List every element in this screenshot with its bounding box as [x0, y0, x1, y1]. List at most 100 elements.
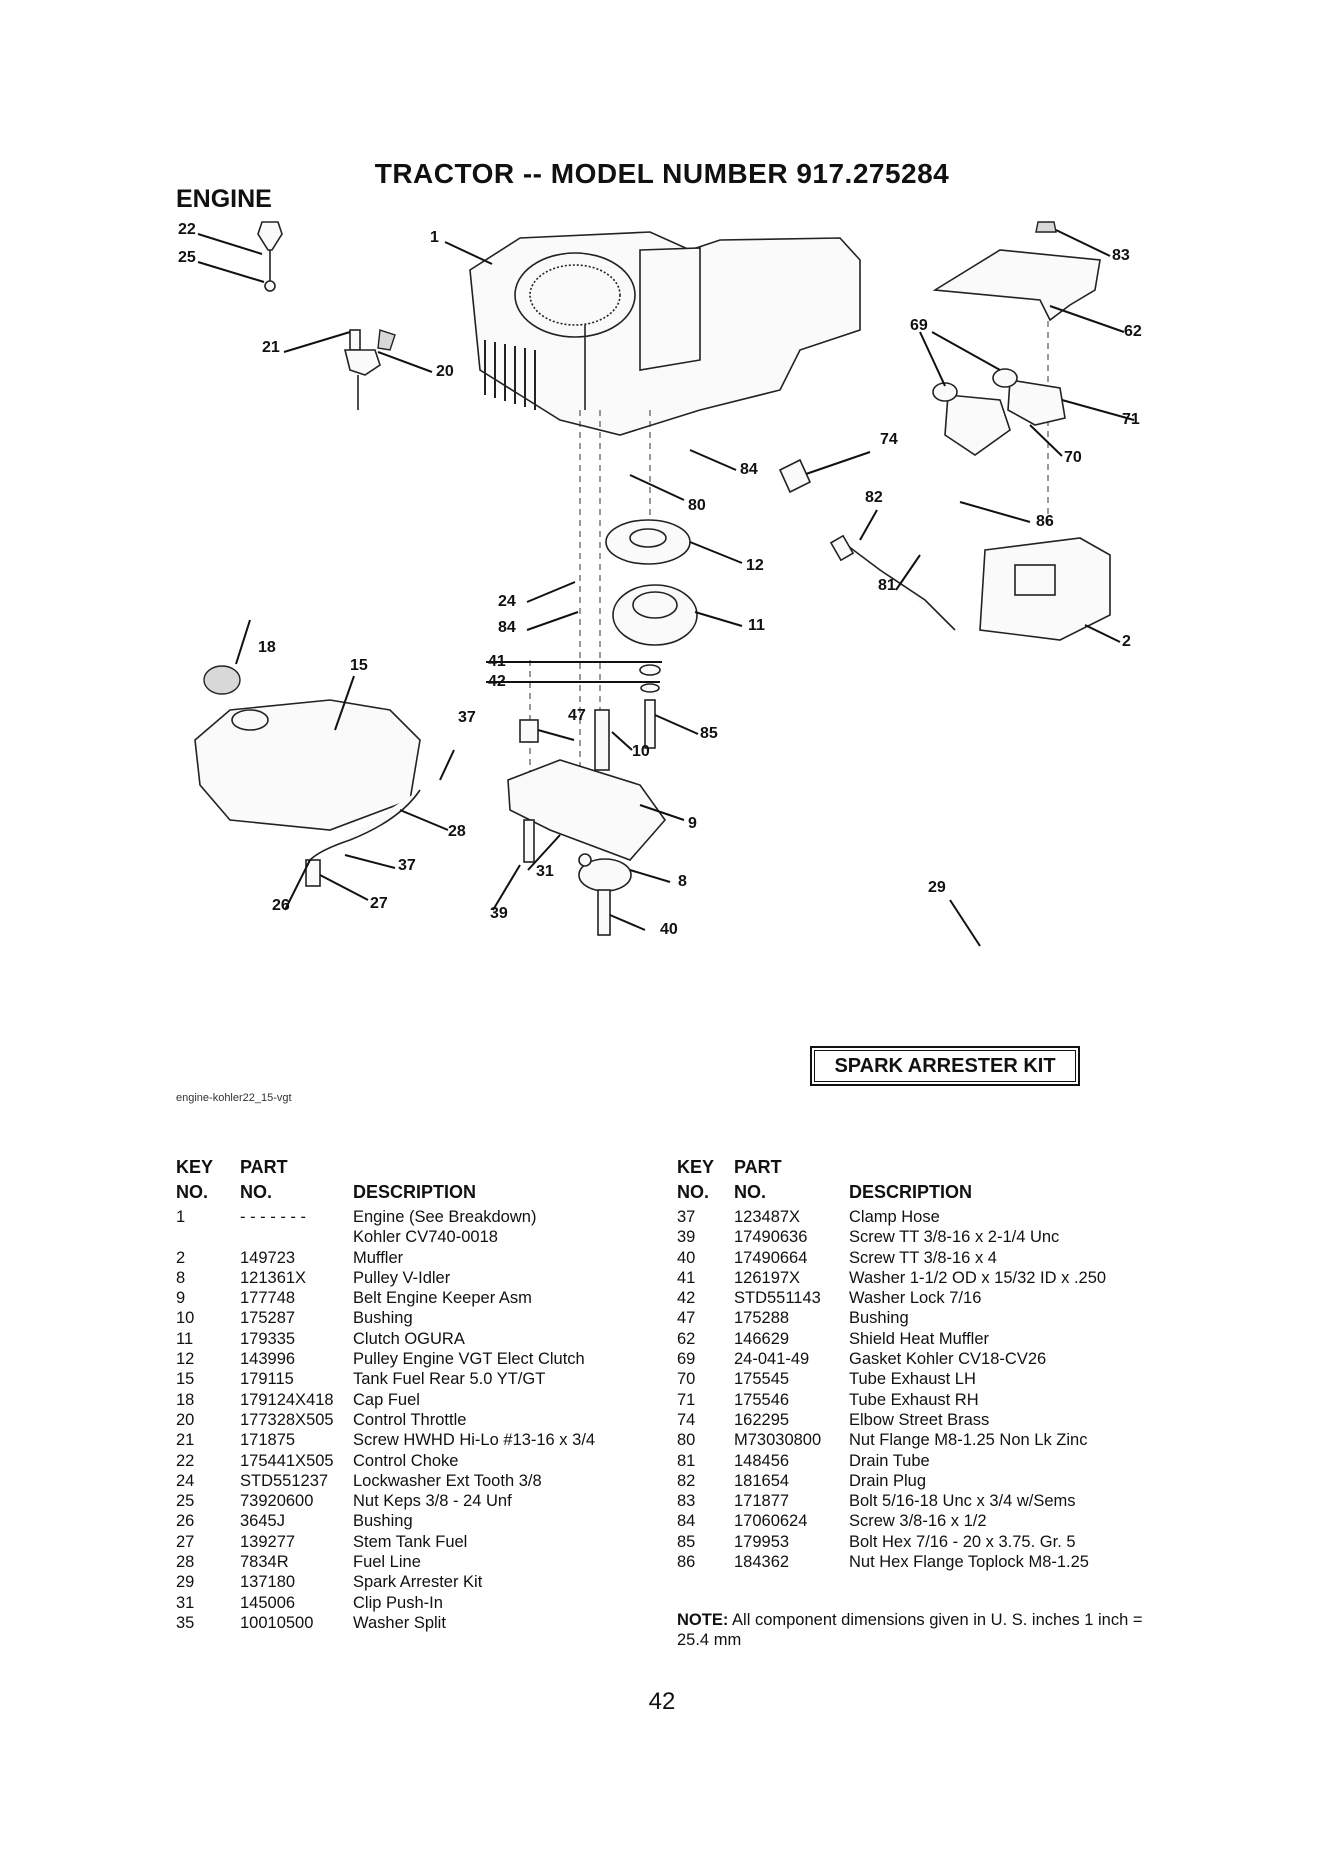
cell-part: 175287: [240, 1309, 296, 1328]
callout-80: 80: [688, 497, 706, 514]
cell-key: 80: [677, 1431, 696, 1450]
callout-37: 37: [458, 709, 476, 726]
cell-key: 37: [677, 1208, 696, 1226]
cell-key: 24: [176, 1471, 195, 1490]
cell-key: 28: [176, 1553, 195, 1572]
callout-85: 85: [700, 725, 718, 742]
cell-desc: Washer Lock 7/16: [849, 1289, 982, 1308]
cell-part: 179335: [240, 1329, 296, 1348]
table-row: 42 STD551143 Washer Lock 7/16: [677, 1288, 1157, 1308]
cell-part: 181654: [734, 1471, 790, 1490]
cell-desc: Muffler: [353, 1248, 404, 1267]
callout-2: 2: [1122, 633, 1131, 650]
cell-part: 179115: [240, 1370, 294, 1389]
cell-desc: Control Choke: [353, 1451, 459, 1470]
header-part-line1: PART: [240, 1157, 288, 1177]
choke-control-drawing: [257, 221, 283, 292]
cell-desc: Clamp Hose: [849, 1208, 940, 1226]
note-text: All component dimensions given in U. S. …: [677, 1611, 1143, 1649]
heat-shield-drawing: [932, 249, 1101, 322]
header-part-line1: PART: [734, 1157, 782, 1177]
cell-desc: Pulley V-Idler: [353, 1268, 451, 1287]
cell-desc: Stem Tank Fuel: [353, 1532, 468, 1551]
cell-part: 175546: [734, 1390, 790, 1409]
cell-key: 62: [677, 1329, 696, 1348]
table-header-right: KEY NO. PART NO. DESCRIPTION: [677, 1155, 1157, 1207]
callout-18: 18: [258, 639, 276, 656]
cell-key: 2: [176, 1248, 186, 1267]
cell-desc: Washer Split: [353, 1613, 446, 1632]
diagram-filename: engine-kohler22_15-vgt: [176, 1092, 292, 1104]
cell-desc: Kohler CV740-0018: [353, 1228, 498, 1247]
cell-part: STD551143: [734, 1289, 821, 1308]
cell-key: 11: [176, 1329, 194, 1348]
callout-40: 40: [660, 921, 678, 938]
page-number: 42: [648, 1688, 676, 1715]
callout-15: 15: [350, 657, 368, 674]
callout-39: 39: [490, 905, 508, 922]
cell-desc: Drain Plug: [849, 1471, 927, 1490]
cell-key: 86: [677, 1553, 696, 1572]
callout-86: 86: [1036, 513, 1054, 530]
callout-12: 12: [746, 557, 764, 574]
cell-part: 179953: [734, 1532, 790, 1551]
cell-desc: Tank Fuel Rear 5.0 YT/GT: [353, 1370, 546, 1389]
callout-25: 25: [178, 249, 196, 266]
header-description: DESCRIPTION: [353, 1182, 477, 1202]
cell-desc: Belt Engine Keeper Asm: [353, 1289, 532, 1308]
callout-37: 37: [398, 857, 416, 874]
callout-11: 11: [748, 617, 765, 634]
cell-key: 39: [677, 1228, 696, 1247]
cell-part: 177328X505: [240, 1410, 334, 1429]
cell-key: 15: [176, 1370, 195, 1389]
note-label: NOTE:: [677, 1611, 729, 1629]
cell-desc: Washer 1-1/2 OD x 15/32 ID x .250: [849, 1268, 1107, 1287]
leader-lines: [197, 229, 1135, 947]
exhaust-tube-rh-drawing: [1007, 379, 1066, 426]
cell-part: 179124X418: [240, 1390, 334, 1409]
cell-desc: Shield Heat Muffler: [849, 1329, 990, 1348]
callout-81: 81: [878, 577, 896, 594]
cell-desc: Bushing: [849, 1309, 909, 1328]
cell-desc: Tube Exhaust LH: [849, 1370, 976, 1389]
cell-desc: Clutch OGURA: [353, 1329, 465, 1348]
cell-key: 29: [176, 1573, 195, 1592]
cell-part: 148456: [734, 1451, 790, 1470]
callout-70: 70: [1064, 449, 1082, 466]
callout-62: 62: [1124, 323, 1142, 340]
cell-part: 162295: [734, 1410, 790, 1429]
cell-desc: Engine (See Breakdown): [353, 1208, 537, 1226]
elbow-drawing: [778, 458, 812, 494]
cell-desc: Control Throttle: [353, 1410, 467, 1429]
cell-key: 21: [176, 1431, 195, 1450]
cell-desc: Nut Flange M8-1.25 Non Lk Zinc: [849, 1431, 1088, 1450]
cell-key: 71: [677, 1390, 696, 1409]
engine-drawing: [469, 231, 861, 436]
cell-key: 42: [677, 1289, 696, 1308]
cell-desc: Spark Arrester Kit: [353, 1573, 483, 1592]
cell-key: 40: [677, 1248, 696, 1267]
callout-47: 47: [568, 707, 586, 724]
callout-27: 27: [370, 895, 388, 912]
table-row: 15 179115 Tank Fuel Rear 5.0 YT/GT: [176, 1369, 656, 1389]
callout-9: 9: [688, 815, 697, 832]
header-description: DESCRIPTION: [849, 1182, 973, 1202]
cell-key: 70: [677, 1370, 696, 1389]
cell-key: 83: [677, 1492, 696, 1511]
callout-84: 84: [498, 619, 516, 636]
cell-part: 121361X: [240, 1268, 307, 1287]
callout-69: 69: [910, 317, 928, 334]
